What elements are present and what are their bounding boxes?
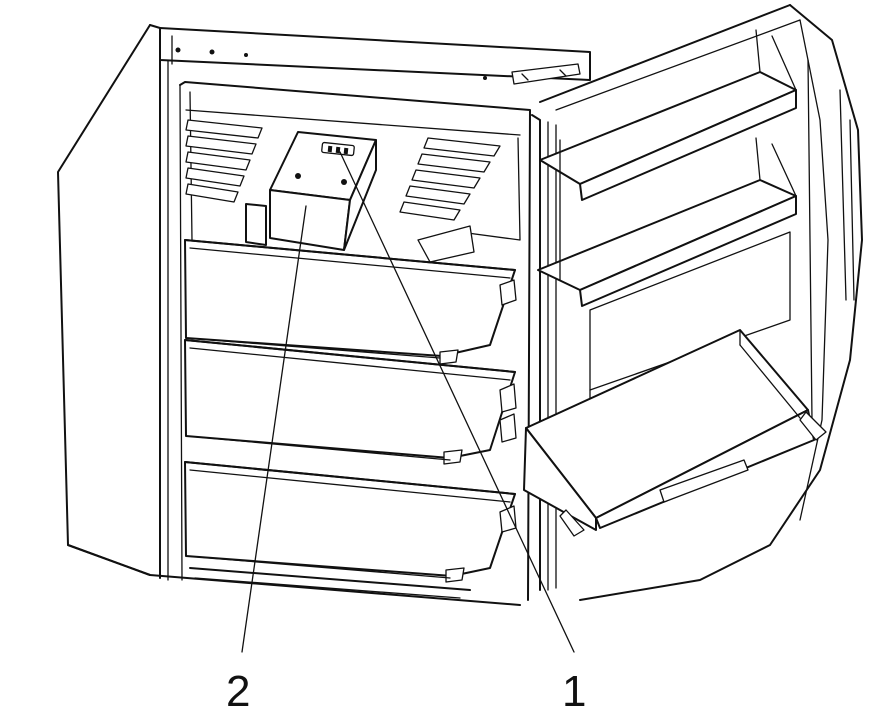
callout-leaders (241, 151, 575, 653)
drawer-1 (184, 239, 517, 365)
door-shelf-1 (539, 29, 797, 201)
inner-liner (179, 81, 531, 601)
light-housing (245, 131, 377, 251)
drawer-2 (184, 337, 517, 465)
cabinet-outline (57, 24, 591, 606)
door (523, 4, 863, 601)
callout-label-1: 1 (562, 667, 586, 716)
leader-line-1 (339, 151, 575, 653)
door-shelf-2 (537, 137, 797, 307)
light-switch (321, 141, 355, 157)
drawer-4-partial (185, 555, 471, 599)
vent-slots-right (399, 137, 501, 221)
callout-label-2: 2 (226, 667, 250, 716)
door-bin (523, 329, 827, 537)
drawer-3 (184, 435, 517, 583)
leader-line-2 (241, 205, 307, 653)
vent-slots-left (185, 119, 263, 203)
